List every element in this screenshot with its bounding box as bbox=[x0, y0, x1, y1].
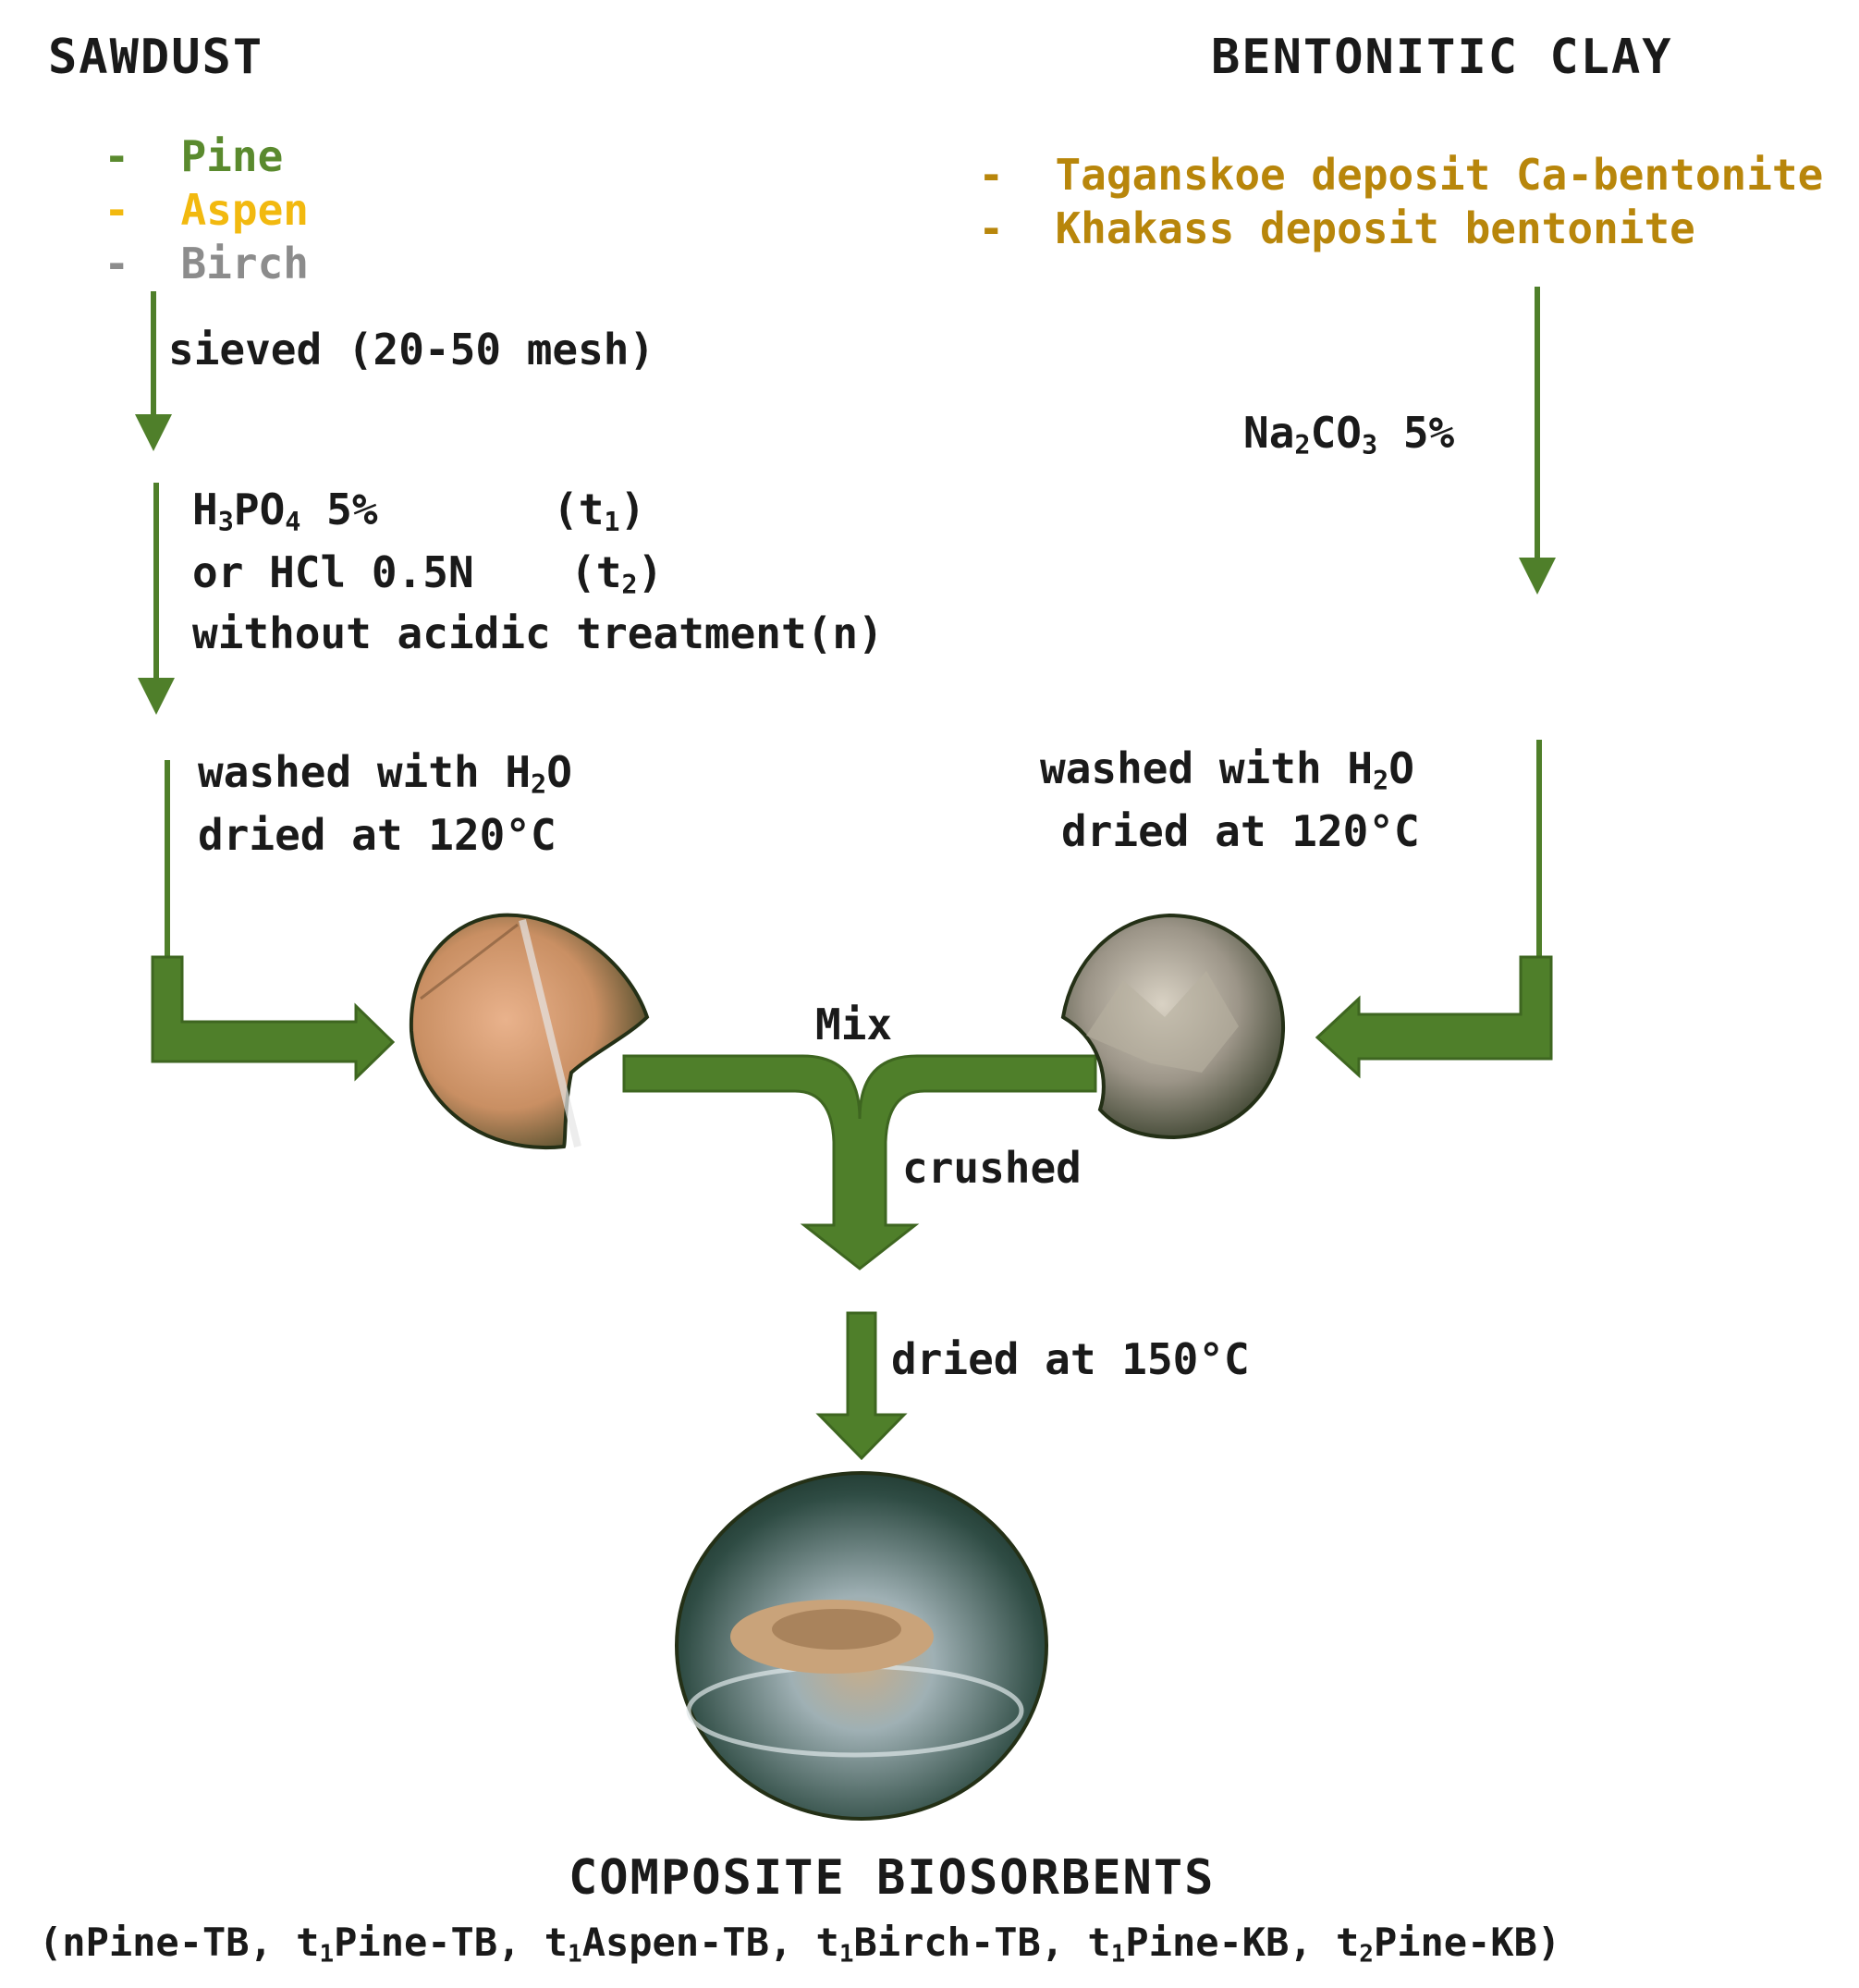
sawdust-title: SAWDUST bbox=[48, 30, 264, 85]
step-t1: (t1) bbox=[553, 485, 646, 538]
sawdust-label-pine: Pine bbox=[180, 131, 284, 181]
step-hcl: or HCl 0.5N bbox=[192, 547, 474, 597]
thick-arrow-right bbox=[1315, 955, 1553, 1079]
clay-photo bbox=[1060, 913, 1286, 1140]
composite-photo bbox=[675, 1471, 1048, 1821]
clay-title: BENTONITIC CLAY bbox=[1211, 30, 1673, 85]
step-no-acid: without acidic treatment(n) bbox=[192, 608, 884, 658]
clay-item-taganskoe: - Taganskoe deposit Ca-bentonite bbox=[927, 111, 1823, 196]
thick-arrow-left bbox=[151, 955, 396, 1082]
result-title: COMPOSITE BIOSORBENTS bbox=[569, 1850, 1216, 1906]
step-h3po4: H3PO4 5% bbox=[192, 485, 378, 538]
step-wash-left: washed with H2O bbox=[198, 747, 572, 801]
arrow-na2co3 bbox=[1519, 287, 1556, 595]
sawdust-photo bbox=[409, 913, 650, 1150]
dash: - bbox=[104, 239, 130, 288]
step-dry-left: dried at 120°C bbox=[198, 810, 556, 860]
arrow-acid-treatment bbox=[138, 483, 175, 715]
sawdust-item-aspen: - Aspen bbox=[53, 146, 309, 231]
arrow-sieved bbox=[135, 291, 172, 451]
dash: - bbox=[978, 203, 1005, 253]
label-crushed: crushed bbox=[902, 1143, 1082, 1193]
sawdust-item-pine: - Pine bbox=[53, 92, 283, 178]
clay-item-khakass: - Khakass deposit bentonite bbox=[927, 165, 1695, 253]
step-wash-right: washed with H2O bbox=[1040, 743, 1414, 797]
sawdust-item-birch: - Birch bbox=[53, 200, 309, 285]
sawdust-label-birch: Birch bbox=[180, 239, 309, 288]
clay-label-taganskoe: Taganskoe deposit Ca-bentonite bbox=[1055, 150, 1824, 200]
step-t2: (t2) bbox=[570, 547, 664, 601]
dash: - bbox=[104, 185, 130, 235]
mix-merge-arrow bbox=[622, 1054, 1097, 1270]
step-dry-right: dried at 120°C bbox=[1061, 806, 1420, 856]
dash: - bbox=[978, 150, 1005, 200]
sawdust-label-aspen: Aspen bbox=[180, 185, 309, 235]
label-mix: Mix bbox=[815, 1000, 893, 1049]
dash: - bbox=[104, 131, 130, 181]
step-sieved: sieved (20-50 mesh) bbox=[168, 325, 655, 374]
result-list: (nPine-TB, t1Pine-TB, t1Aspen-TB, t1Birc… bbox=[39, 1920, 1561, 1969]
clay-label-khakass: Khakass deposit bentonite bbox=[1055, 203, 1695, 253]
label-dry-150: dried at 150°C bbox=[891, 1334, 1250, 1384]
arrow-dry-150 bbox=[815, 1311, 908, 1461]
step-na2co3: Na2CO3 5% bbox=[1243, 408, 1455, 461]
